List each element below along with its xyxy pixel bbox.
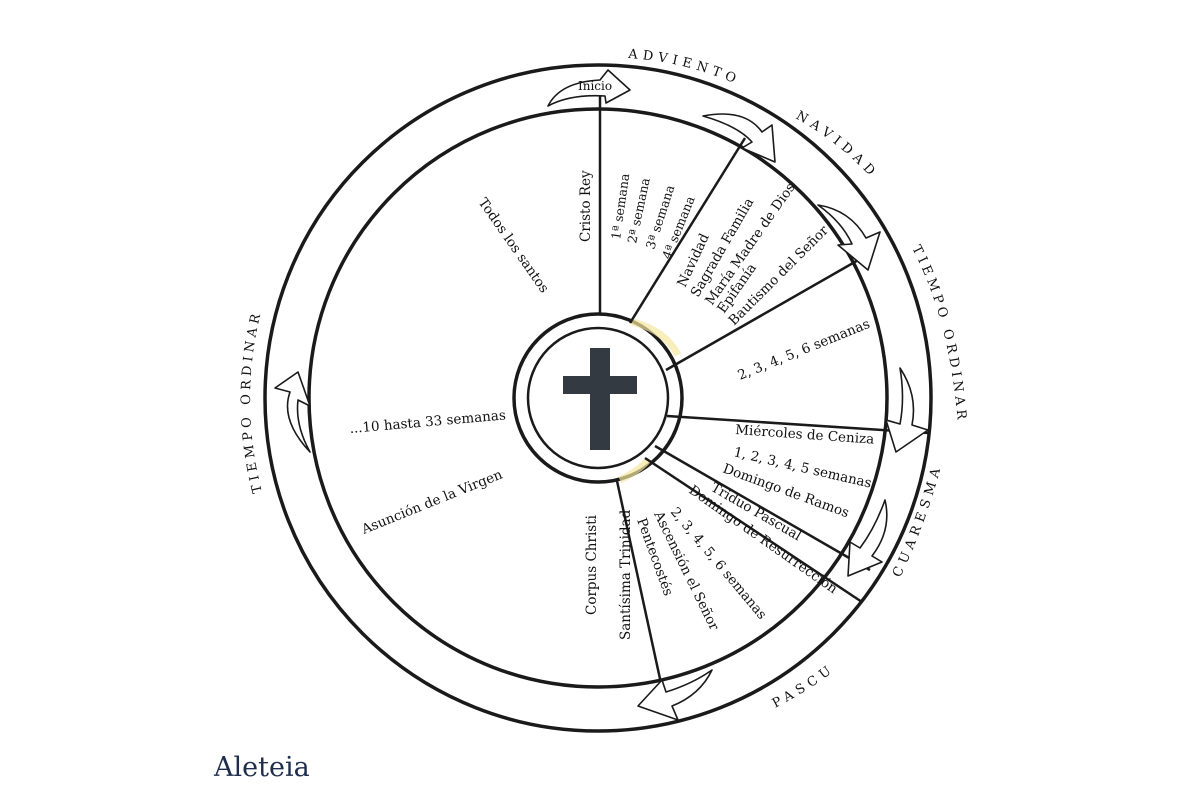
inicio-label: Inicio xyxy=(578,79,612,93)
season-navidad: NAVIDAD xyxy=(793,108,881,182)
cross-icon xyxy=(563,348,637,450)
spoke-cuaresma xyxy=(666,414,929,435)
highlight-mark-top xyxy=(631,318,682,357)
spoke-navidad xyxy=(628,137,747,324)
spoke-tiempo-ordinario xyxy=(665,253,868,372)
outer-ring xyxy=(263,63,933,733)
inner-ring xyxy=(307,107,889,689)
label-miercoles-ceniza: Miércoles de Ceniza xyxy=(735,422,875,448)
spoke-resurreccion xyxy=(644,456,863,604)
center-outer-ring xyxy=(512,312,684,484)
adviento-arrow xyxy=(274,371,311,453)
label-hasta-33: ...10 hasta 33 semanas xyxy=(349,407,507,437)
inicio-arrow xyxy=(547,69,631,107)
pascua-arrow xyxy=(847,499,888,577)
navidad-arrow xyxy=(702,113,776,163)
brand-logo: Aleteia xyxy=(214,752,310,783)
spoke-pascua xyxy=(615,480,664,689)
label-asuncion: Asunción de la Virgen xyxy=(359,466,506,538)
cuaresma-arrow xyxy=(885,367,929,453)
tiempo-ordinario-final-arrow xyxy=(637,669,713,721)
highlight-mark-bottom xyxy=(618,457,651,484)
label-cristo-rey: Cristo Rey xyxy=(578,170,594,242)
spoke-triduo xyxy=(654,444,871,572)
tiempo-ordinario-arrow xyxy=(817,204,881,271)
label-ordinario-semanas: 2, 3, 4, 5, 6 semanas xyxy=(736,316,873,384)
center-inner-ring xyxy=(526,326,670,470)
label-corpus: Corpus Christi xyxy=(584,514,600,615)
season-cuaresma: CUARESMA xyxy=(890,462,945,580)
season-tiempo-ordinario-left: TIEMPO ORDINARIO xyxy=(0,0,266,495)
label-trinidad: Santísima Trinidad xyxy=(618,509,634,640)
label-todos-santos: Todos los santos xyxy=(475,195,552,296)
